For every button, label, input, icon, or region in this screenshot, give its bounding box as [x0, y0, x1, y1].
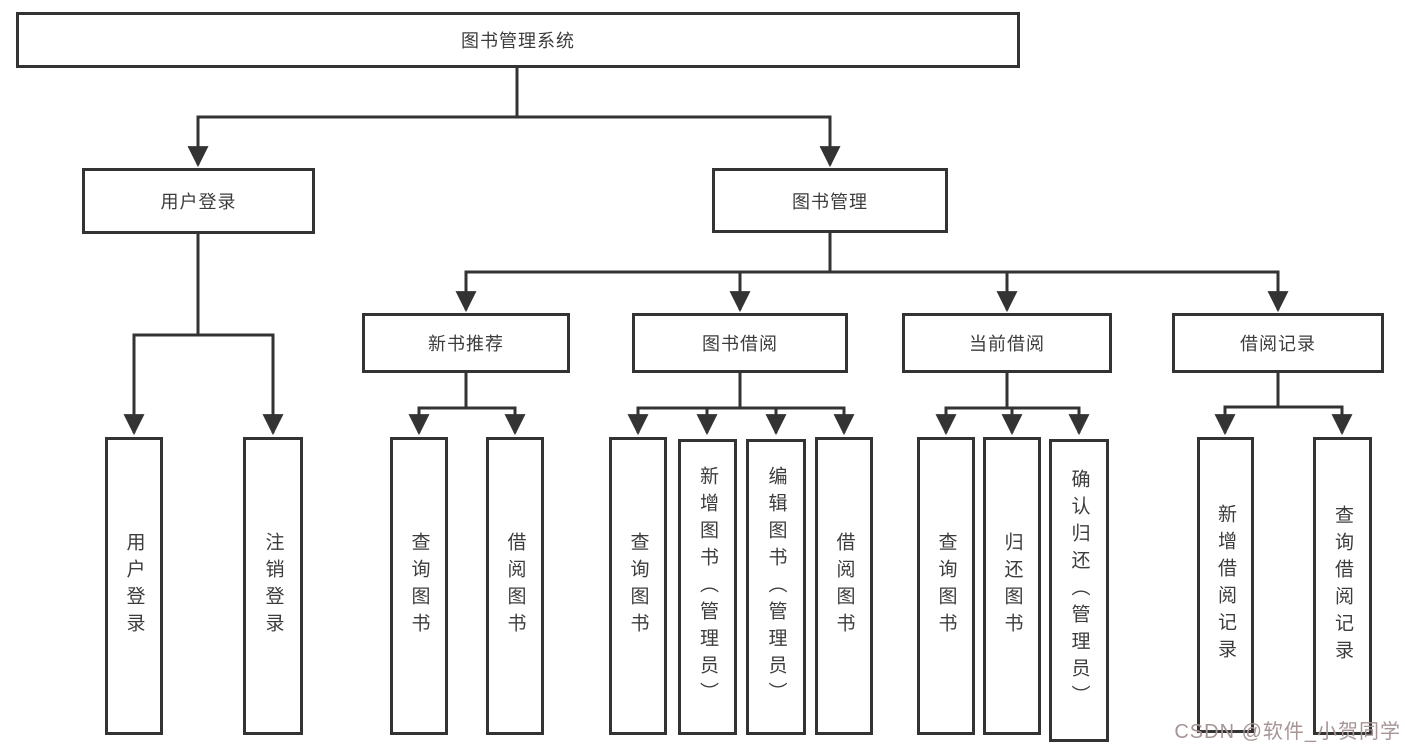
node-leaf-add-books-admin: 新增图书（管理员） — [678, 439, 737, 735]
node-leaf-query-books-3: 查询图书 — [917, 437, 975, 735]
connector-arrow — [1278, 405, 1353, 436]
node-leaf-borrow-books-1: 借阅图书 — [486, 437, 544, 735]
node-label: 编辑图书（管理员） — [765, 465, 787, 709]
node-leaf-logout: 注销登录 — [243, 437, 303, 735]
node-label: 用户登录 — [160, 192, 237, 212]
connector-arrow — [729, 270, 830, 313]
node-library-management-system: 图书管理系统 — [16, 12, 1020, 68]
connector-arrow — [627, 406, 740, 436]
node-label: 查询图书 — [408, 532, 430, 640]
node-user-login: 用户登录 — [82, 168, 315, 234]
node-label: 新增图书（管理员） — [697, 465, 718, 709]
node-leaf-user-login: 用户登录 — [105, 437, 163, 735]
node-label: 归还图书 — [1001, 532, 1023, 640]
node-book-management: 图书管理 — [712, 168, 948, 233]
node-book-borrow: 图书借阅 — [632, 313, 848, 373]
watermark: CSDN @软件_小贺同学 — [1174, 721, 1401, 743]
node-label: 当前借阅 — [969, 334, 1045, 354]
node-leaf-query-borrow-record: 查询借阅记录 — [1313, 437, 1372, 735]
connector-arrow — [517, 115, 841, 168]
node-label: 图书借阅 — [702, 334, 778, 354]
connector-arrow — [1001, 406, 1023, 436]
connector-arrow — [740, 406, 855, 436]
node-label: 借阅记录 — [1240, 334, 1316, 354]
connector-arrow — [123, 333, 198, 436]
node-leaf-edit-books-admin: 编辑图书（管理员） — [746, 439, 806, 735]
connector-arrow — [455, 270, 830, 313]
node-label: 新增借阅记录 — [1215, 504, 1236, 666]
connector-arrow — [408, 406, 466, 436]
connector-arrow — [1214, 405, 1278, 436]
node-label: 注销登录 — [262, 532, 284, 640]
node-current-borrow: 当前借阅 — [902, 313, 1112, 373]
connector-arrow — [466, 406, 526, 436]
node-label: 图书管理系统 — [461, 31, 575, 51]
node-label: 查询图书 — [627, 532, 649, 640]
node-label: 图书管理 — [792, 191, 868, 212]
connector-arrow — [696, 406, 740, 436]
node-leaf-return-books: 归还图书 — [983, 437, 1041, 735]
connector-arrow — [1007, 406, 1090, 436]
connector-arrow — [935, 406, 1007, 436]
connector-arrow — [830, 270, 1018, 313]
node-leaf-confirm-return-admin: 确认归还（管理员） — [1049, 439, 1109, 742]
node-label: 用户登录 — [123, 532, 145, 640]
node-leaf-query-books-2: 查询图书 — [609, 437, 667, 735]
node-label: 查询图书 — [935, 532, 957, 640]
node-label: 借阅图书 — [833, 532, 855, 640]
node-new-book-recommend: 新书推荐 — [362, 313, 570, 373]
connector-arrow — [187, 115, 517, 168]
connector-arrow — [198, 333, 284, 436]
node-label: 查询借阅记录 — [1332, 505, 1353, 667]
node-leaf-borrow-books-2: 借阅图书 — [815, 437, 873, 735]
node-label: 新书推荐 — [428, 334, 504, 354]
node-label: 借阅图书 — [504, 532, 526, 640]
node-leaf-add-borrow-record: 新增借阅记录 — [1197, 437, 1254, 733]
node-label: 确认归还（管理员） — [1068, 469, 1090, 712]
node-borrow-records: 借阅记录 — [1172, 313, 1384, 373]
node-leaf-query-books-1: 查询图书 — [390, 437, 448, 735]
connector-arrow — [830, 270, 1289, 313]
connector-arrow — [740, 406, 787, 436]
